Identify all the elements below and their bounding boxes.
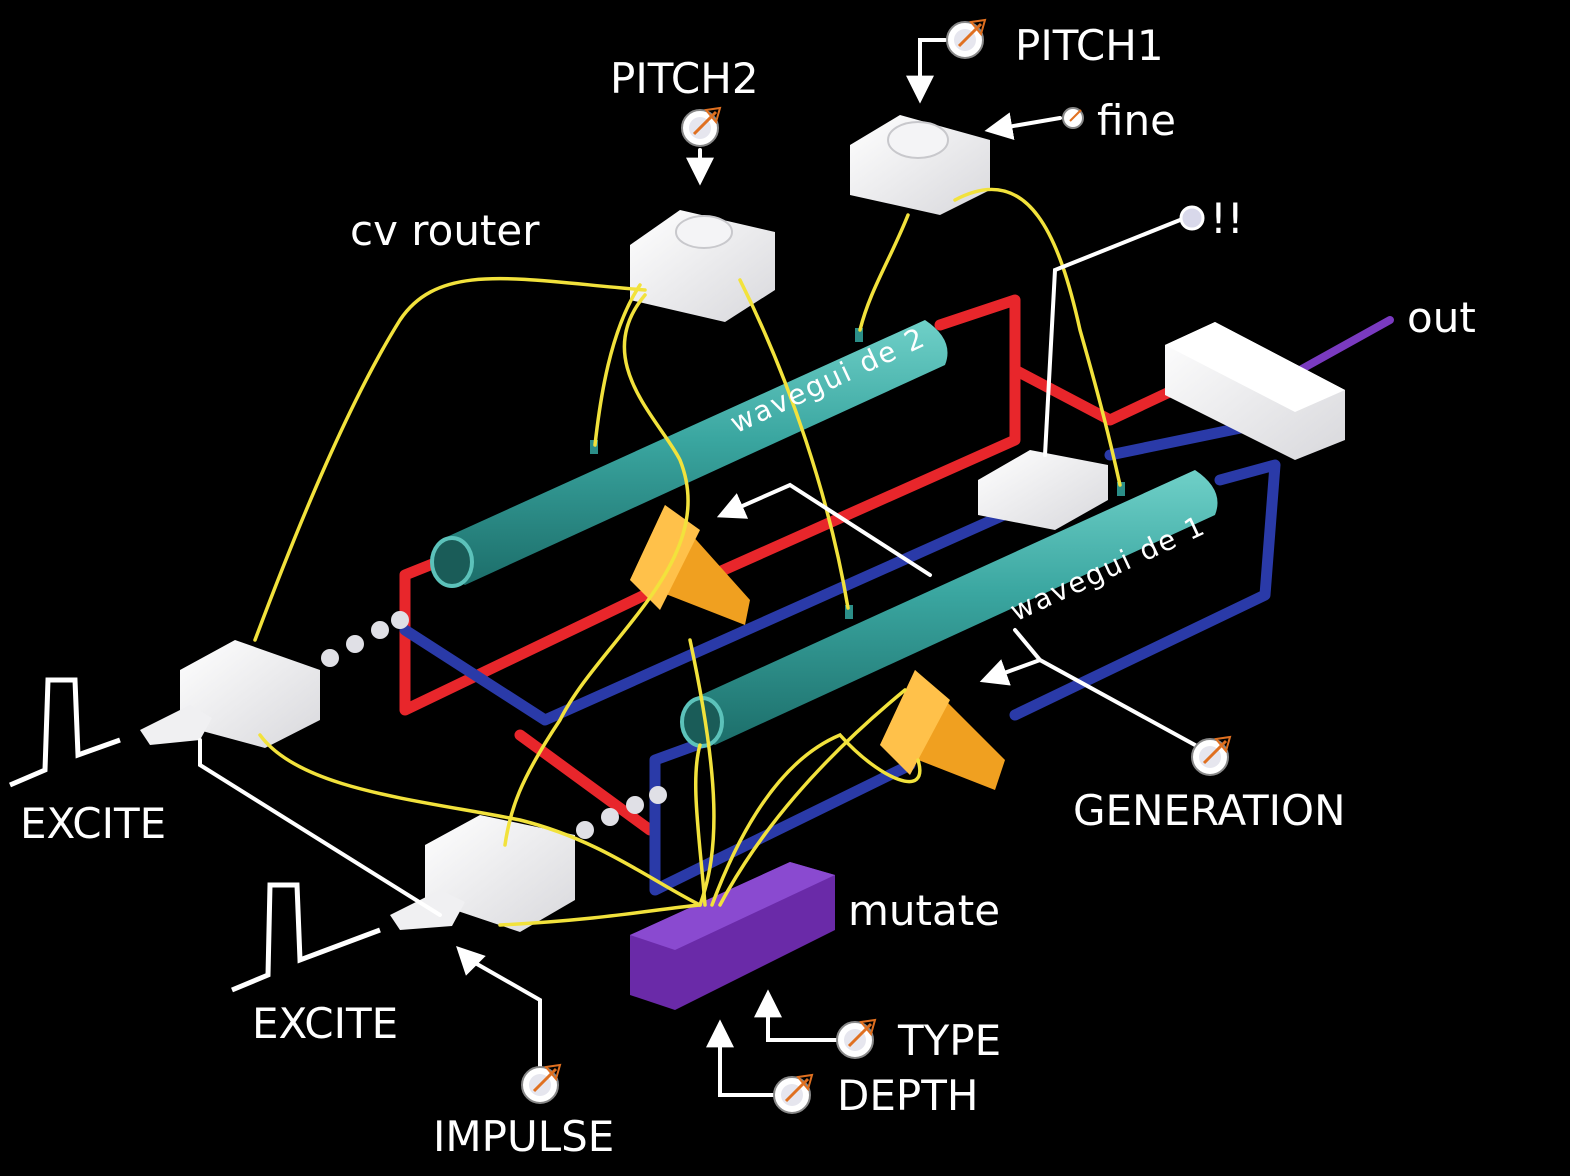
junction-box — [978, 450, 1108, 530]
depth-label: DEPTH — [837, 1071, 979, 1120]
fine-label: fine — [1097, 96, 1176, 145]
output-line — [1296, 316, 1394, 374]
impulse-label: IMPULSE — [433, 1112, 615, 1161]
pitch2-label: PITCH2 — [610, 54, 759, 103]
amplifier-bottom — [880, 670, 1005, 790]
pitch2-module — [630, 210, 775, 322]
exciter-top — [140, 611, 409, 748]
excite-bottom-label: EXCITE — [252, 999, 399, 1048]
bang-label: !! — [1210, 194, 1244, 243]
pulse-icon — [231, 882, 381, 993]
annotation-lines — [198, 38, 1197, 1097]
type-label: TYPE — [898, 1016, 1002, 1065]
mutate-block — [630, 862, 835, 1010]
mutate-label: mutate — [848, 886, 1001, 935]
excite-top-label: EXCITE — [20, 799, 167, 848]
out-label: out — [1407, 293, 1476, 342]
knob-icon[interactable] — [681, 106, 722, 147]
waveguide-1 — [680, 470, 1218, 748]
pulse-icon — [9, 677, 121, 788]
cv-router-label: cv router — [350, 206, 540, 255]
pitch1-label: PITCH1 — [1015, 21, 1164, 70]
knob-icon[interactable] — [1191, 735, 1232, 776]
knob-icon[interactable] — [946, 18, 987, 59]
output-mixer-box — [1165, 322, 1345, 460]
bang-button-icon[interactable] — [1179, 205, 1205, 231]
waveguide-2 — [430, 320, 948, 588]
blue-feedback-wire — [399, 419, 1281, 896]
knob-icon[interactable] — [836, 1018, 877, 1059]
knob-icon[interactable] — [773, 1073, 814, 1114]
yellow-cv-wires — [253, 187, 1122, 927]
generation-label: GENERATION — [1073, 786, 1346, 835]
knob-icon[interactable] — [1062, 107, 1084, 129]
knob-icon[interactable] — [521, 1063, 562, 1104]
exciter-bottom — [390, 786, 667, 932]
pitch1-module — [850, 115, 990, 215]
